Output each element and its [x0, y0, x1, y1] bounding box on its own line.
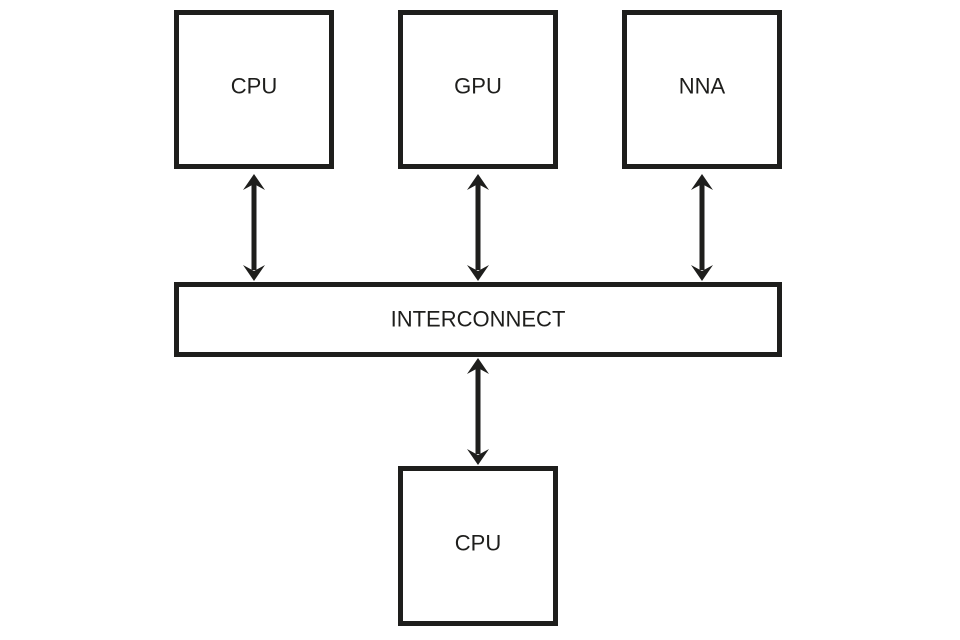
gpu-label: GPU	[454, 74, 502, 99]
node-cpu-top: CPU	[174, 10, 334, 169]
edge-interconnect-cpu-bottom	[467, 358, 489, 465]
interconnect-label: INTERCONNECT	[391, 307, 566, 332]
node-cpu-bottom: CPU	[398, 466, 558, 626]
arrow-head-down-icon	[467, 265, 489, 281]
arrow-head-down-icon	[691, 265, 713, 281]
nna-box	[622, 10, 782, 169]
cpu-bottom-box	[398, 466, 558, 626]
cpu-bottom-label: CPU	[455, 531, 501, 556]
node-interconnect: INTERCONNECT	[174, 282, 782, 357]
node-gpu: GPU	[398, 10, 558, 169]
edge-gpu-interconnect	[467, 174, 489, 281]
cpu-top-box	[174, 10, 334, 169]
arrow-head-up-icon	[467, 358, 489, 374]
edge-nna-interconnect	[691, 174, 713, 281]
arrow-head-down-icon	[243, 265, 265, 281]
cpu-top-label: CPU	[231, 74, 277, 99]
gpu-box	[398, 10, 558, 169]
arrow-head-up-icon	[243, 174, 265, 190]
interconnect-box	[174, 282, 782, 357]
arrow-head-up-icon	[467, 174, 489, 190]
arrow-head-down-icon	[467, 449, 489, 465]
edge-cpu-top-interconnect	[243, 174, 265, 281]
nna-label: NNA	[679, 74, 726, 99]
node-nna: NNA	[622, 10, 782, 169]
arrow-head-up-icon	[691, 174, 713, 190]
